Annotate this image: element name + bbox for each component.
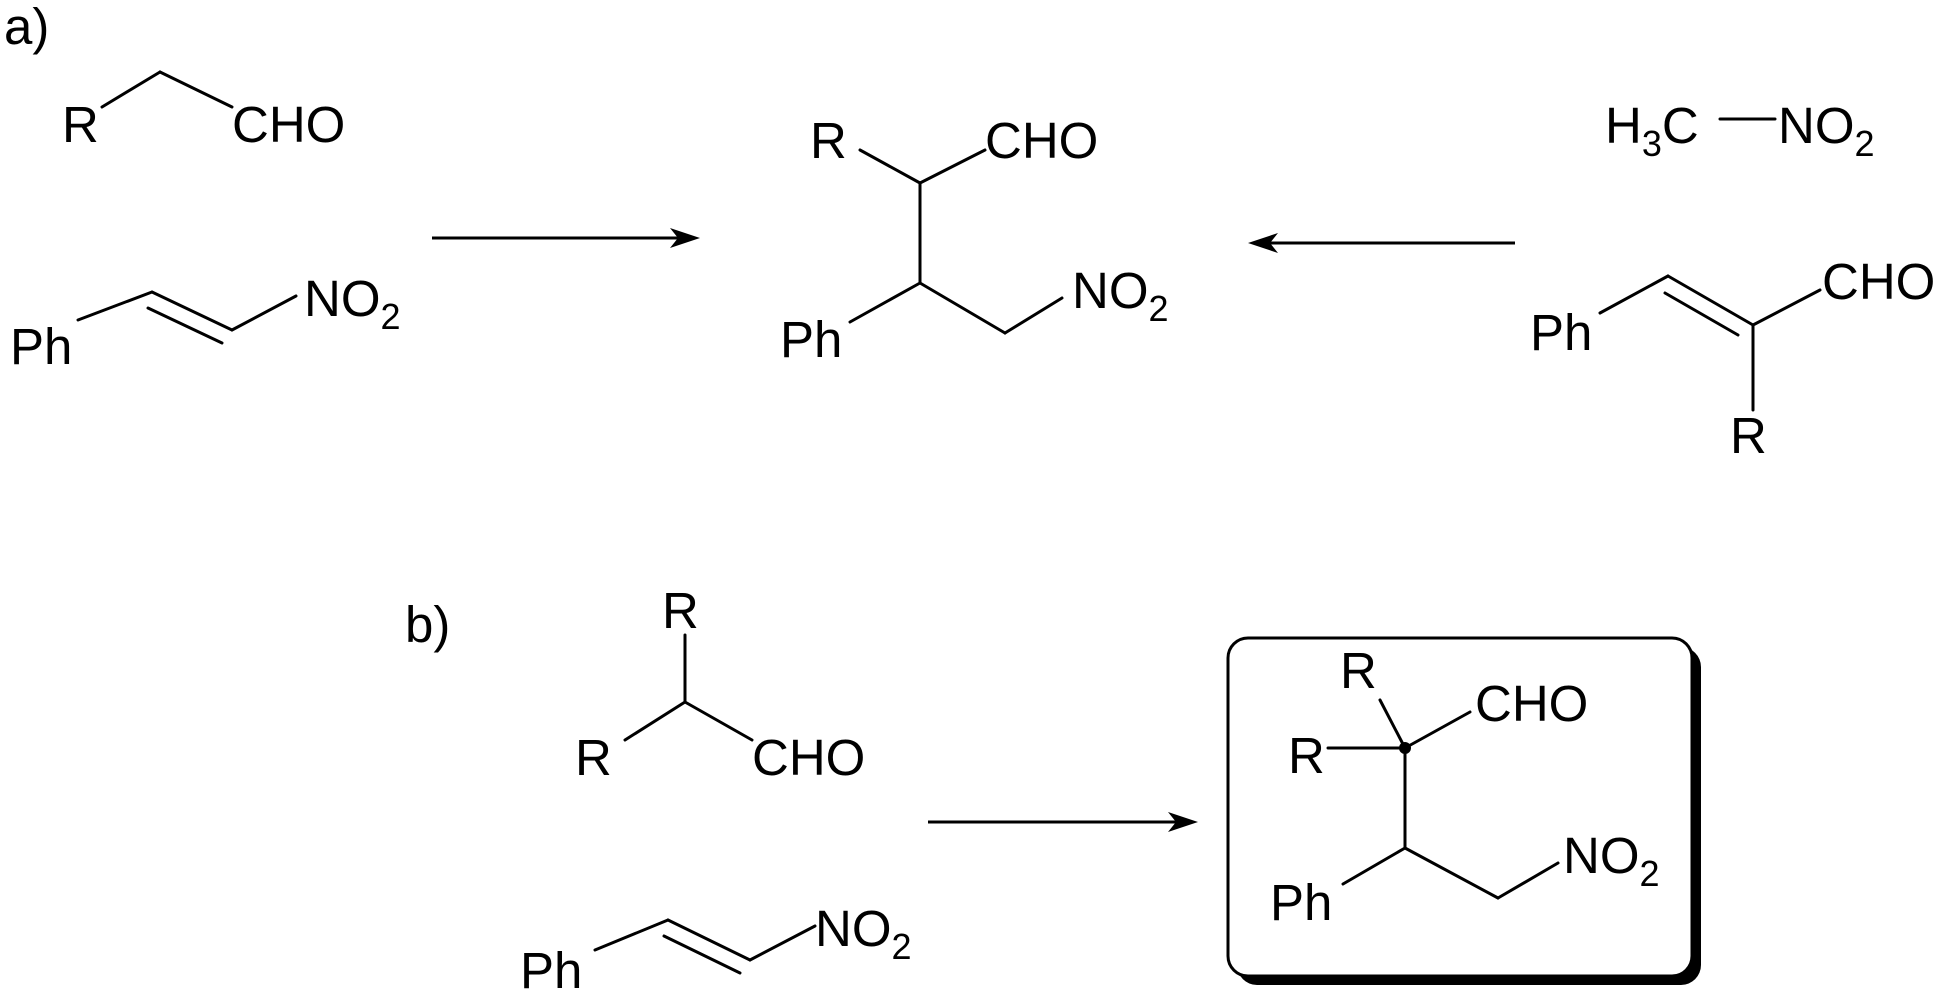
b-aldehyde-r-top-label: R bbox=[662, 582, 699, 639]
b-product-cho-label: CHO bbox=[1475, 675, 1588, 732]
b-aldehyde-cho-label: CHO bbox=[752, 729, 865, 786]
stereocenter-dot bbox=[1399, 742, 1411, 754]
panel-a-nitromethane: H3C NO2 bbox=[1605, 97, 1875, 164]
b-aldehyde-r-left-label: R bbox=[575, 729, 612, 786]
b-nitrostyrene-ph-label: Ph bbox=[520, 942, 582, 995]
enal-cho-label: CHO bbox=[1822, 253, 1935, 310]
nitrostyrene-no2-label: NO2 bbox=[304, 270, 401, 337]
aldehyde-r-label: R bbox=[62, 96, 99, 153]
panel-b-aldehyde: R R CHO bbox=[575, 582, 865, 786]
b-product-r-left-label: R bbox=[1288, 727, 1325, 784]
product-a-ph-label: Ph bbox=[780, 311, 842, 368]
panel-a-forward-arrow bbox=[432, 228, 700, 248]
panel-b-forward-arrow bbox=[928, 812, 1198, 832]
panel-b-label: b) bbox=[405, 596, 450, 653]
panel-a-nitrostyrene: Ph NO2 bbox=[10, 270, 401, 375]
b-nitrostyrene-no2-label: NO2 bbox=[815, 900, 912, 967]
enal-r-label: R bbox=[1730, 407, 1767, 464]
enal-ph-label: Ph bbox=[1530, 304, 1592, 361]
b-product-ph-label: Ph bbox=[1270, 874, 1332, 931]
panel-a-product: R CHO Ph NO2 bbox=[780, 112, 1169, 368]
product-a-cho-label: CHO bbox=[985, 112, 1098, 169]
panel-b-product: R R CHO Ph NO2 bbox=[1270, 642, 1660, 931]
nitrostyrene-ph-label: Ph bbox=[10, 318, 72, 375]
aldehyde-cho-label: CHO bbox=[232, 96, 345, 153]
panel-b-nitrostyrene: Ph NO2 bbox=[520, 900, 912, 995]
panel-b-product-box bbox=[1226, 636, 1694, 978]
panel-a-aldehyde: R CHO bbox=[62, 70, 345, 153]
panel-a-enal: Ph CHO R bbox=[1530, 253, 1935, 464]
nitromethane-no2-label: NO2 bbox=[1778, 97, 1875, 164]
nitromethane-h3c-label: H3C bbox=[1605, 97, 1699, 164]
product-a-r-label: R bbox=[810, 112, 847, 169]
b-product-r-top-label: R bbox=[1340, 642, 1377, 699]
b-product-no2-label: NO2 bbox=[1563, 827, 1660, 894]
panel-a-label: a) bbox=[4, 0, 49, 55]
product-a-no2-label: NO2 bbox=[1072, 262, 1169, 329]
panel-a-reverse-arrow bbox=[1248, 233, 1515, 253]
